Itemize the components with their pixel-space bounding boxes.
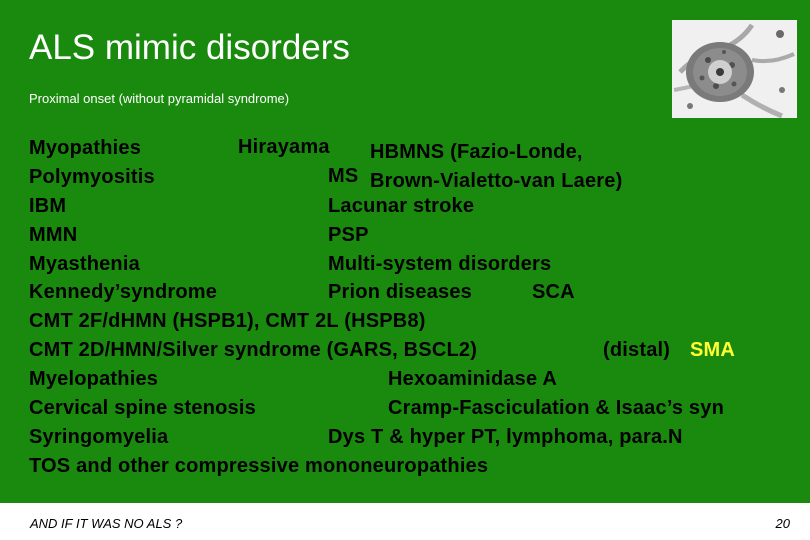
text-myopathies: Myopathies (29, 137, 142, 159)
slide-subtitle: Proximal onset (without pyramidal syndro… (29, 91, 290, 106)
text-mmn: MMN (29, 224, 78, 246)
text-polymyositis: Polymyositis (29, 166, 155, 188)
text-cervical: Cervical spine stenosis (29, 397, 256, 419)
text-sca: SCA (532, 281, 575, 303)
text-hbmns: HBMNS (Fazio-Londe, (370, 141, 583, 163)
text-myasthenia: Myasthenia (29, 253, 140, 275)
page-number: 20 (775, 516, 790, 531)
text-ms: MS (328, 165, 359, 187)
text-distal: (distal) (603, 339, 671, 361)
text-cmt2f: CMT 2F/dHMN (HSPB1), CMT 2L (HSPB8) (29, 310, 426, 332)
text-kennedy: Kennedy’syndrome (29, 281, 218, 303)
text-prion: Prion diseases (328, 281, 472, 303)
text-multi-system: Multi-system disorders (328, 253, 552, 275)
text-dys: Dys T & hyper PT, lymphoma, para.N (328, 426, 683, 448)
text-hirayama: Hirayama (238, 136, 330, 158)
text-ibm: IBM (29, 195, 67, 217)
slide-content-area: ALS mimic disorders Proximal onset (with… (0, 0, 810, 503)
text-cmt2d: CMT 2D/HMN/Silver syndrome (GARS, BSCL2) (29, 339, 478, 361)
footer-note: AND IF IT WAS NO ALS ? (30, 516, 183, 531)
text-tos: TOS and other compressive mononeuropathi… (29, 455, 489, 477)
text-lacunar-stroke: Lacunar stroke (328, 195, 475, 217)
neuron-micrograph-image (672, 20, 797, 118)
text-psp: PSP (328, 224, 369, 246)
text-cramp: Cramp-Fasciculation & Isaac’s syn (388, 397, 724, 419)
text-brown-vialetto: Brown-Vialetto-van Laere) (370, 170, 623, 192)
text-syringomyelia: Syringomyelia (29, 426, 169, 448)
text-sma: SMA (690, 339, 736, 361)
slide-title: ALS mimic disorders (29, 28, 350, 67)
text-hexoaminidase: Hexoaminidase A (388, 368, 557, 390)
text-myelopathies: Myelopathies (29, 368, 159, 390)
